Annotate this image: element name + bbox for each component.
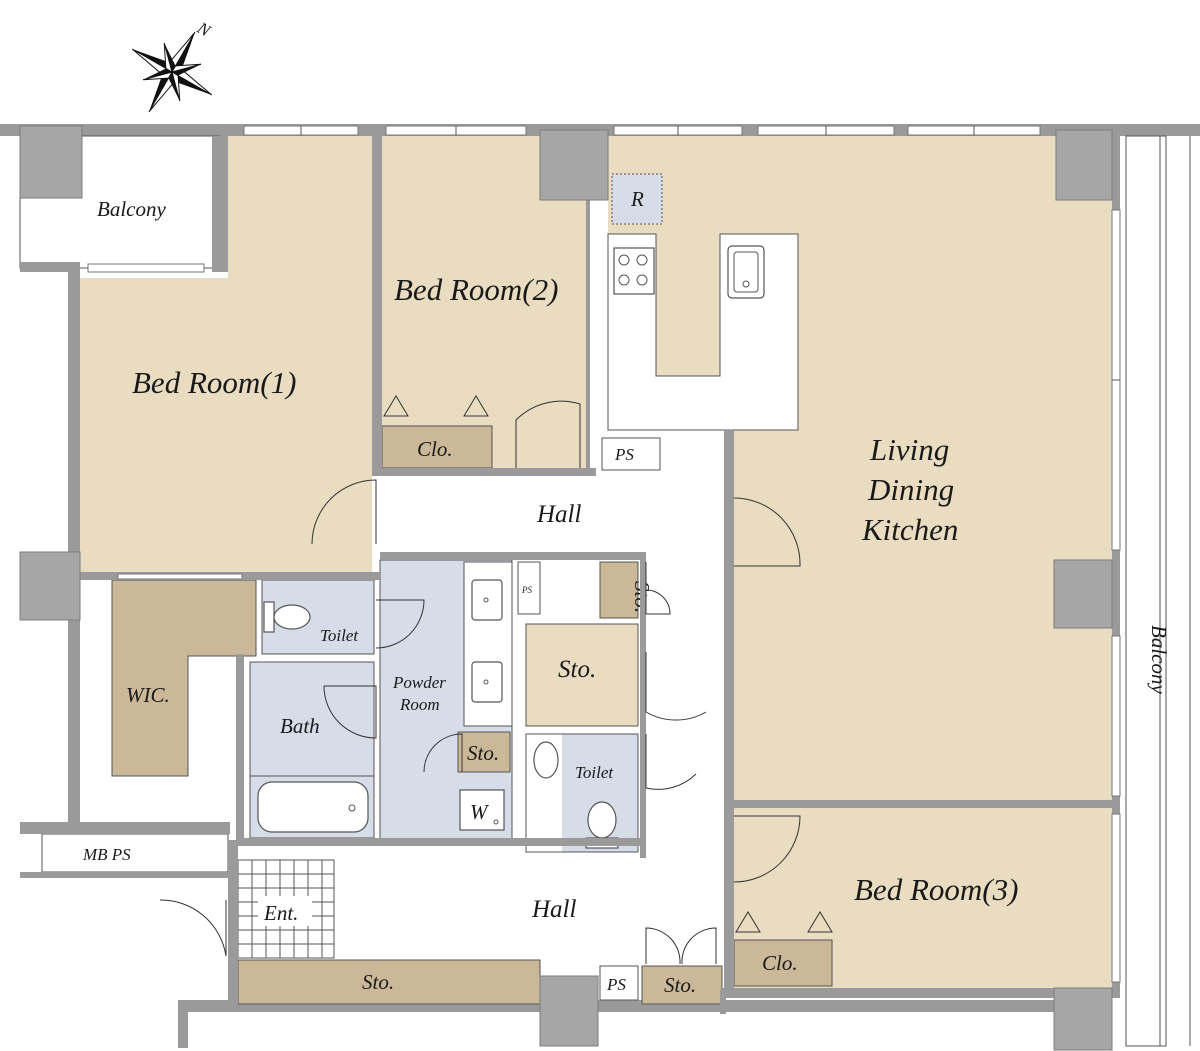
toilet-left-icon: [263, 601, 311, 633]
sto-small-center-label: Sto.: [467, 741, 499, 765]
compass-rose-icon: [131, 31, 213, 113]
toilet-center-basin-icon: [533, 741, 559, 779]
column: [1055, 129, 1113, 201]
balcony-right-label: Balcony: [1147, 625, 1171, 694]
column: [539, 975, 599, 1047]
sto-bottom-long-label: Sto.: [362, 970, 394, 994]
ldk-label-line1: Living: [869, 432, 949, 467]
bath-label: Bath: [280, 714, 320, 738]
column: [19, 551, 81, 621]
clo-bedroom2: [382, 426, 492, 468]
ldk-label-line3: Kitchen: [861, 512, 958, 547]
entrance-label: Ent.: [263, 901, 298, 925]
washer-label: W: [470, 800, 490, 824]
ldk-floor: [608, 136, 1112, 800]
mb-ps-box: [42, 834, 228, 872]
clo-bedroom3: [734, 940, 832, 986]
clo-bedroom3-label: Clo.: [762, 951, 798, 975]
sto-bottom-small-label: Sto.: [664, 973, 696, 997]
balcony-right-rail: [1125, 135, 1167, 1047]
clo-bedroom2-label: Clo.: [417, 437, 453, 461]
toilet-center-label: Toilet: [575, 763, 614, 782]
windows: [87, 125, 1121, 983]
column: [19, 125, 83, 199]
wic-label: WIC.: [126, 683, 170, 707]
hall-upper-label: Hall: [536, 501, 582, 528]
wic-floor: [112, 580, 256, 776]
sto-bottom-long: [238, 960, 540, 1004]
powder-room-label-1: Powder: [392, 673, 446, 692]
bedroom1-floor: [80, 136, 372, 574]
ps-kitchen-label: PS: [614, 445, 634, 464]
ps-bottom-box: [600, 966, 638, 1000]
bedroom2-label: Bed Room(2): [394, 272, 558, 307]
basin-icon: [471, 579, 503, 621]
sto-small-center: [458, 732, 510, 772]
outer-wall-left: [68, 268, 80, 823]
toilet-left-label: Toilet: [320, 626, 359, 645]
sto-bottom-small: [642, 966, 722, 1004]
column: [539, 129, 609, 201]
basin-icon: [471, 661, 503, 703]
column: [1053, 559, 1113, 629]
refrigerator-label: R: [630, 187, 644, 211]
sto-center-floor: [526, 624, 638, 726]
ps-bottom-label: PS: [606, 975, 626, 994]
entrance-tile-grid: [237, 859, 335, 959]
sto-center-label: Sto.: [558, 656, 596, 683]
bedroom1-label: Bed Room(1): [132, 365, 296, 400]
ldk-label-line2: Dining: [867, 472, 954, 507]
kitchen-sink-icon: [727, 245, 765, 299]
stove-icon: [613, 247, 655, 295]
bathtub-icon: [257, 781, 369, 833]
compass-north-label: N: [193, 18, 215, 41]
interior-walls: [20, 136, 1120, 1004]
ps-small-label: PS: [521, 585, 532, 595]
powder-room-label-2: Room: [399, 695, 440, 714]
balcony-top-label: Balcony: [97, 197, 166, 221]
refrigerator-space: [612, 174, 662, 224]
bedroom3-label: Bed Room(3): [854, 872, 1018, 907]
ps-small-box: [518, 562, 540, 614]
mb-ps-label: MB PS: [82, 845, 131, 864]
hall-lower-label: Hall: [531, 896, 577, 923]
column: [1053, 987, 1113, 1051]
ps-kitchen-box: [602, 438, 660, 470]
sto-small-rotated: [600, 562, 638, 618]
door-swings: [159, 400, 801, 965]
hall-upper-floor: [380, 476, 724, 552]
washer-icon: [459, 789, 505, 831]
